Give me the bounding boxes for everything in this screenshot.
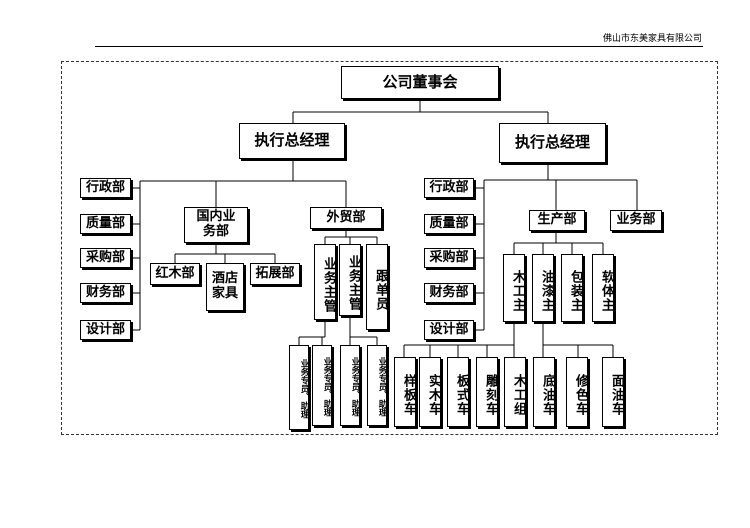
header-rule (95, 46, 703, 47)
foreign-supervisor-2: 业务主管 (339, 244, 361, 316)
workshop-panel: 板式车 (447, 357, 469, 427)
right-exec-box: 执行总经理 (499, 123, 606, 163)
sales-dept-box: 业务部 (610, 210, 662, 231)
production-supervisor-paint: 油漆主 (532, 254, 554, 322)
workshop-woodwork-group: 木工组 (504, 357, 526, 427)
production-supervisor-upholstery: 软体主 (592, 254, 614, 322)
workshop-retouch: 修色车 (566, 357, 588, 427)
company-header: 佛山市东美家具有限公司 (602, 34, 702, 44)
foreign-assistant-1: 业务专员、助理 (289, 345, 309, 430)
production-supervisor-packing: 包装主 (561, 254, 583, 322)
right-dept-quality: 质量部 (424, 214, 474, 234)
workshop-primer: 底油车 (533, 357, 555, 427)
right-dept-finance: 财务部 (424, 283, 474, 303)
domestic-dept-box: 国内业务部 (184, 207, 248, 243)
left-dept-design: 设计部 (80, 320, 131, 340)
foreign-assistant-4: 业务专员、助理 (367, 345, 387, 426)
domestic-child-hotel: 酒店家具 (206, 263, 244, 311)
left-dept-finance: 财务部 (80, 283, 131, 303)
left-exec-box: 执行总经理 (239, 123, 345, 159)
workshop-sample: 样板车 (394, 357, 416, 427)
workshop-topcoat: 面油车 (602, 357, 624, 427)
right-dept-design: 设计部 (424, 320, 474, 340)
left-dept-admin: 行政部 (80, 178, 131, 198)
workshop-carving: 雕刻车 (476, 357, 498, 427)
foreign-follower: 跟单员 (366, 244, 388, 330)
domestic-child-expansion: 拓展部 (250, 263, 300, 285)
production-dept-box: 生产部 (529, 210, 585, 231)
right-dept-admin: 行政部 (424, 178, 474, 198)
production-supervisor-wood: 木工主 (503, 254, 525, 322)
left-dept-purchase: 采购部 (80, 248, 131, 268)
org-chart-frame (61, 61, 718, 435)
foreign-supervisor-1: 业务主管 (314, 244, 336, 320)
foreign-assistant-2: 业务专员、助理 (312, 345, 332, 426)
workshop-solidwood: 实木车 (419, 357, 441, 427)
right-dept-purchase: 采购部 (424, 248, 474, 268)
foreign-dept-box: 外贸部 (310, 207, 382, 229)
left-dept-quality: 质量部 (80, 214, 131, 234)
foreign-assistant-3: 业务专员、助理 (340, 345, 360, 426)
domestic-child-redwood: 红木部 (150, 263, 200, 285)
board-box: 公司董事会 (341, 66, 499, 99)
